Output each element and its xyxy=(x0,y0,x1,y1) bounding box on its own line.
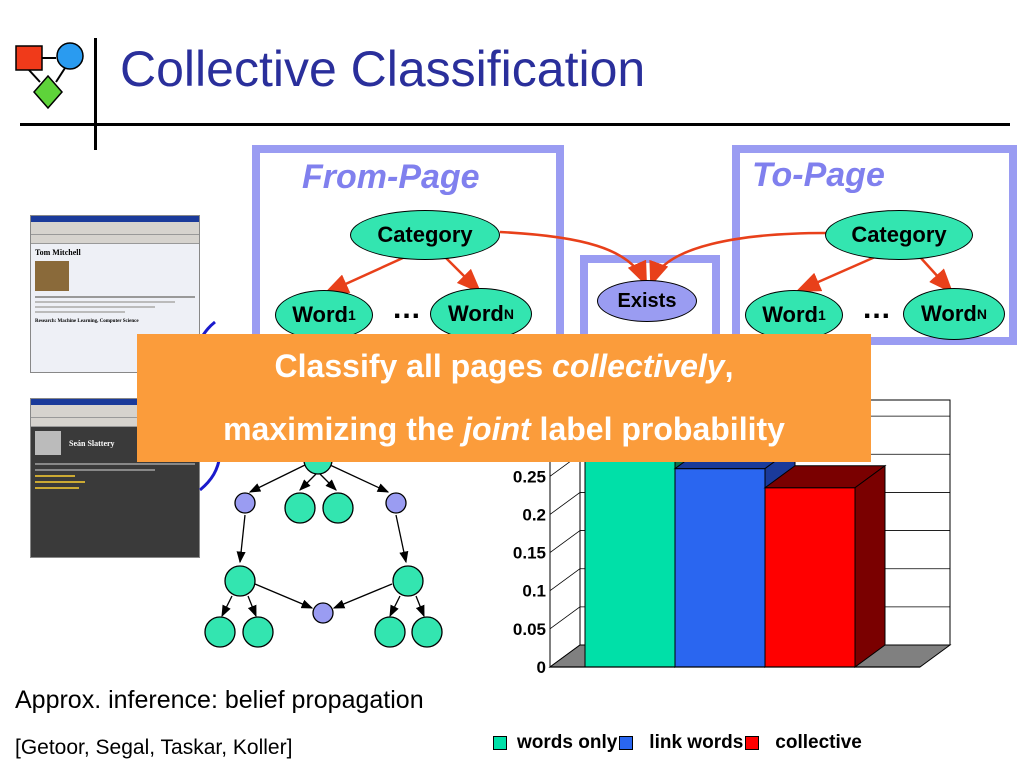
legend-label: link words xyxy=(649,732,744,753)
edge-from-category-exists xyxy=(499,230,648,287)
chart-bar-front xyxy=(674,468,766,668)
legend-swatch xyxy=(619,736,634,750)
legend-swatch xyxy=(493,736,507,750)
title-rule-vertical xyxy=(94,38,97,150)
from-wordn-subscript: N xyxy=(503,306,514,322)
slide-logo xyxy=(15,42,84,110)
chart-tick-label: 0 xyxy=(537,658,546,677)
callout-emphasis: collectively xyxy=(552,348,725,384)
to-word1-label: Word xyxy=(762,302,818,327)
to-word1-subscript: 1 xyxy=(818,307,826,323)
thumbnail-name: Seán Slattery xyxy=(69,438,115,448)
edge-to-category-exists xyxy=(649,231,827,287)
to-wordn-label: Word xyxy=(921,301,977,326)
graph-link-node xyxy=(234,492,256,514)
from-category-node: Category xyxy=(350,210,500,260)
edge-to-category-wordn xyxy=(919,256,954,294)
edge-to-category-word1 xyxy=(795,255,876,293)
chart-tick-label: 0.15 xyxy=(513,544,546,563)
from-wordn-label: Word xyxy=(448,301,504,326)
inference-note: Approx. inference: belief propagation xyxy=(15,686,424,714)
chart-bar-front xyxy=(764,487,856,668)
to-ellipsis: ... xyxy=(863,292,892,325)
to-category-node: Category xyxy=(825,210,973,260)
legend-item-words-only: words only xyxy=(493,732,617,754)
chart-tick-label: 0.1 xyxy=(522,582,546,601)
callout-text: maximizing the xyxy=(223,411,464,447)
graph-node xyxy=(374,616,406,648)
chart-gridline xyxy=(549,606,581,630)
logo-blue-circle xyxy=(56,42,84,70)
from-page-label: From-Page xyxy=(302,158,480,196)
graph-node xyxy=(322,492,354,524)
thumbnail-section: Research: Machine Learning, Computer Sci… xyxy=(35,319,139,324)
citation: [Getoor, Segal, Taskar, Koller] xyxy=(15,736,293,759)
chart-tick-label: 0.05 xyxy=(513,620,546,639)
callout-emphasis: joint xyxy=(463,411,531,447)
chart-legend: words only link words collective xyxy=(493,732,862,754)
chart-gridline xyxy=(549,530,581,553)
graph-link-node xyxy=(312,602,334,624)
callout-text: Classify all pages xyxy=(274,348,553,384)
callout-line-2: maximizing the joint label probability xyxy=(137,411,871,448)
page-title: Collective Classification xyxy=(120,41,646,97)
graph-node xyxy=(411,616,443,648)
chart-gridline xyxy=(549,568,581,592)
thumbnail-photo xyxy=(35,431,61,455)
graph-link-node xyxy=(385,492,407,514)
graph-node xyxy=(224,565,256,597)
from-ellipsis: ... xyxy=(393,292,422,325)
legend-label: words only xyxy=(517,732,618,753)
edge-from-category-wordn xyxy=(444,256,482,294)
chart-tick-label: 0.2 xyxy=(522,505,546,524)
legend-swatch xyxy=(745,736,760,750)
legend-label: collective xyxy=(775,732,862,753)
chart-tick-label: 0.25 xyxy=(513,467,546,486)
logo-green-diamond xyxy=(33,74,63,110)
from-word1-subscript: 1 xyxy=(348,307,356,323)
callout-line-1: Classify all pages collectively, xyxy=(137,348,871,385)
callout-text: label probability xyxy=(530,411,785,447)
to-wordn-subscript: N xyxy=(976,306,987,322)
legend-item-link-words: link words xyxy=(619,732,743,754)
title-rule-horizontal xyxy=(20,123,1010,126)
legend-item-collective: collective xyxy=(745,732,862,754)
graph-node xyxy=(242,616,274,648)
edge-from-category-word1 xyxy=(323,255,406,295)
to-page-label: To-Page xyxy=(752,156,885,194)
graph-node xyxy=(204,616,236,648)
graph-node xyxy=(392,565,424,597)
thumbnail-photo xyxy=(35,261,69,291)
chart-bar-side xyxy=(854,464,886,668)
graph-node xyxy=(284,492,316,524)
thumbnail-name: Tom Mitchell xyxy=(35,248,81,257)
from-word1-label: Word xyxy=(292,302,348,327)
callout-text: , xyxy=(724,348,734,384)
chart-gridline xyxy=(549,492,581,515)
exists-node: Exists xyxy=(597,280,697,322)
callout-box: Classify all pages collectively, maximiz… xyxy=(137,334,871,462)
to-page-box xyxy=(732,145,1017,345)
